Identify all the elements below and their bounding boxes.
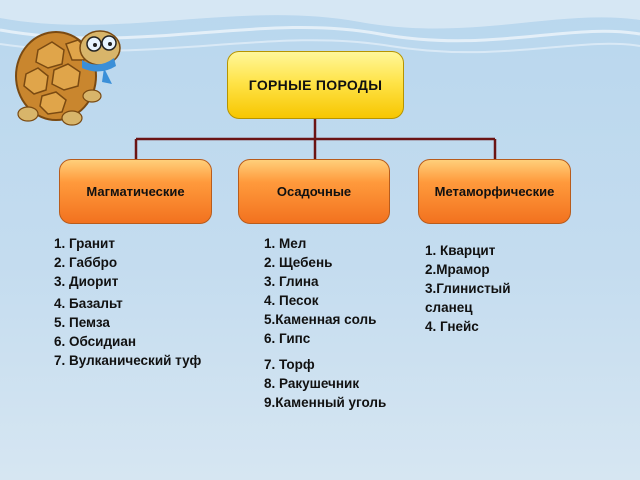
turtle-illustration-icon — [15, 30, 121, 126]
list-item: 3. Диорит — [54, 274, 119, 289]
category-label-metamorphic: Метаморфические — [434, 184, 555, 199]
list-item: 3.Глинистый сланец — [425, 281, 511, 315]
list-item: 3. Глина — [264, 274, 319, 289]
list-item: 7. Вулканический туф — [54, 353, 202, 368]
list-item: 4. Гнейс — [425, 319, 479, 334]
list-item: 7. Торф — [264, 357, 315, 372]
list-item: 4. Базальт — [54, 296, 123, 311]
list-item: 1. Гранит — [54, 236, 115, 251]
list-item: 2. Щебень — [264, 255, 333, 270]
list-item: 5.Каменная соль — [264, 312, 377, 327]
list-item: 1. Мел — [264, 236, 307, 251]
metamorphic-rock-list: 1. Кварцит 2.Мрамор 3.Глинистый сланец 4… — [425, 241, 545, 336]
list-item: 1. Кварцит — [425, 243, 496, 258]
root-node-rocks: ГОРНЫЕ ПОРОДЫ — [227, 51, 404, 119]
category-label-magmatic: Магматические — [86, 184, 185, 199]
list-item: 2. Габбро — [54, 255, 118, 270]
list-item: 4. Песок — [264, 293, 319, 308]
background-waves — [0, 0, 640, 54]
list-item: 8. Ракушечник — [264, 376, 360, 391]
category-node-sedimentary: Осадочные — [238, 159, 390, 224]
category-label-sedimentary: Осадочные — [276, 184, 352, 199]
list-item: 5. Пемза — [54, 315, 110, 330]
category-node-metamorphic: Метаморфические — [418, 159, 571, 224]
list-item: 6. Гипс — [264, 331, 311, 346]
list-item: 6. Обсидиан — [54, 334, 137, 349]
root-node-label: ГОРНЫЕ ПОРОДЫ — [248, 77, 383, 93]
list-item: 9.Каменный уголь — [264, 395, 387, 410]
sedimentary-rock-list: 1. Мел 2. Щебень 3. Глина 4. Песок 5.Кам… — [264, 234, 389, 412]
magmatic-rock-list: 1. Гранит 2. Габбро 3. Диорит 4. Базальт… — [54, 234, 214, 370]
category-node-magmatic: Магматические — [59, 159, 212, 224]
list-item: 2.Мрамор — [425, 262, 490, 277]
